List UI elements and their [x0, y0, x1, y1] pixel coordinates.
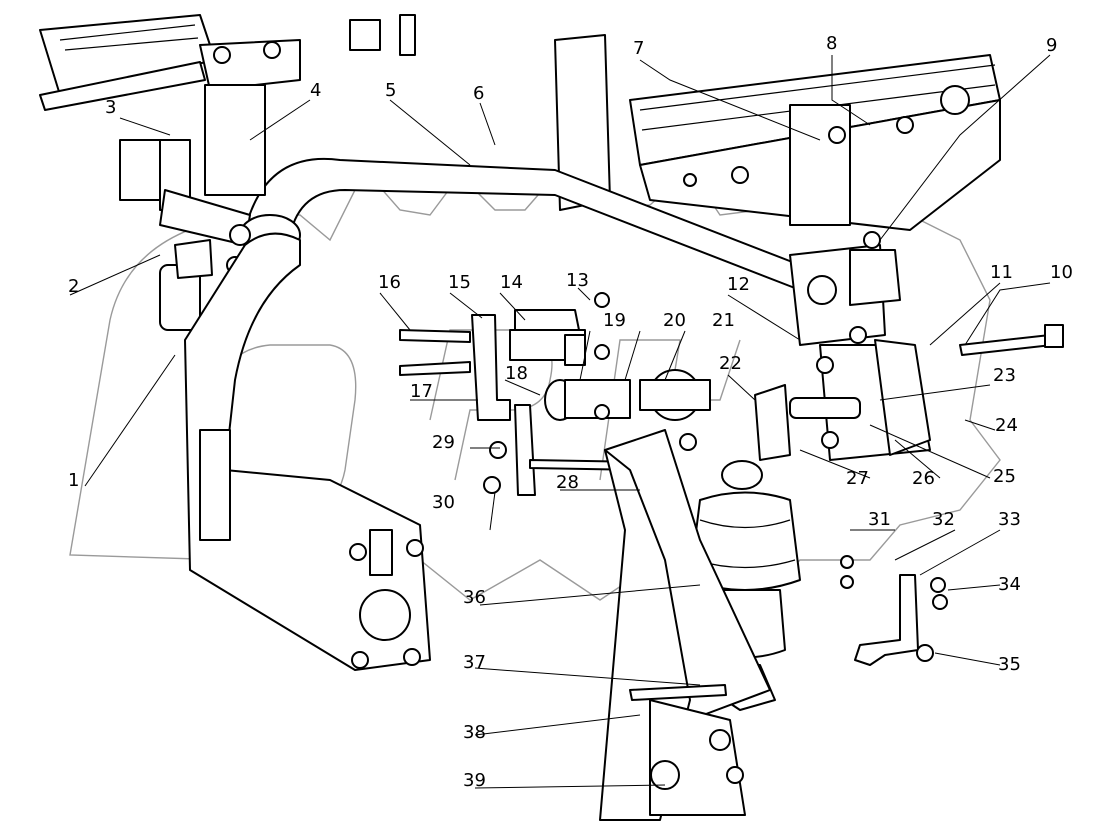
callout-22: 22 — [719, 353, 742, 374]
frame-rail-right — [629, 54, 1001, 231]
callout-10: 10 — [1050, 262, 1073, 283]
callout-31: 31 — [868, 509, 891, 530]
center-components — [399, 292, 711, 496]
callout-35: 35 — [998, 654, 1021, 675]
callout-labels: 1 2 3 4 5 6 7 8 9 10 11 12 13 14 15 16 1… — [68, 33, 1073, 791]
side-bracket — [840, 555, 948, 666]
bracket-slot — [199, 429, 231, 541]
callout-18: 18 — [505, 363, 528, 384]
callout-32: 32 — [932, 509, 955, 530]
callout-13: 13 — [566, 270, 589, 291]
leader-lines — [69, 54, 1051, 789]
callout-36: 36 — [463, 587, 486, 608]
callout-34: 34 — [998, 574, 1021, 595]
callout-33: 33 — [998, 509, 1021, 530]
callout-30: 30 — [432, 492, 455, 513]
callout-28: 28 — [556, 472, 579, 493]
callout-16: 16 — [378, 272, 401, 293]
callout-12: 12 — [727, 274, 750, 295]
callout-23: 23 — [993, 365, 1016, 386]
callout-24: 24 — [995, 415, 1018, 436]
callout-27: 27 — [846, 468, 869, 489]
frame-rail-left — [39, 14, 416, 111]
callout-9: 9 — [1046, 35, 1057, 56]
callout-7: 7 — [633, 38, 644, 59]
callout-15: 15 — [448, 272, 471, 293]
callout-25: 25 — [993, 466, 1016, 487]
callout-14: 14 — [500, 272, 523, 293]
callout-19: 19 — [603, 310, 626, 331]
lower-swing-arm — [599, 429, 771, 821]
callout-20: 20 — [663, 310, 686, 331]
callout-8: 8 — [826, 33, 837, 54]
callout-26: 26 — [912, 468, 935, 489]
callout-37: 37 — [463, 652, 486, 673]
callout-21: 21 — [712, 310, 735, 331]
bracket-hole — [359, 589, 411, 641]
callout-39: 39 — [463, 770, 486, 791]
callout-17: 17 — [410, 381, 433, 402]
callout-4: 4 — [310, 80, 321, 101]
callout-3: 3 — [105, 97, 116, 118]
callout-2: 2 — [68, 276, 79, 297]
long-bolt — [959, 334, 1053, 356]
callout-38: 38 — [463, 722, 486, 743]
cab-lock — [789, 231, 901, 346]
callout-29: 29 — [432, 432, 455, 453]
callout-5: 5 — [385, 80, 396, 101]
right-pivot-bracket — [754, 326, 931, 461]
callout-1: 1 — [68, 470, 79, 491]
left-support-bracket — [184, 232, 431, 671]
callout-6: 6 — [473, 83, 484, 104]
callout-11: 11 — [990, 262, 1013, 283]
